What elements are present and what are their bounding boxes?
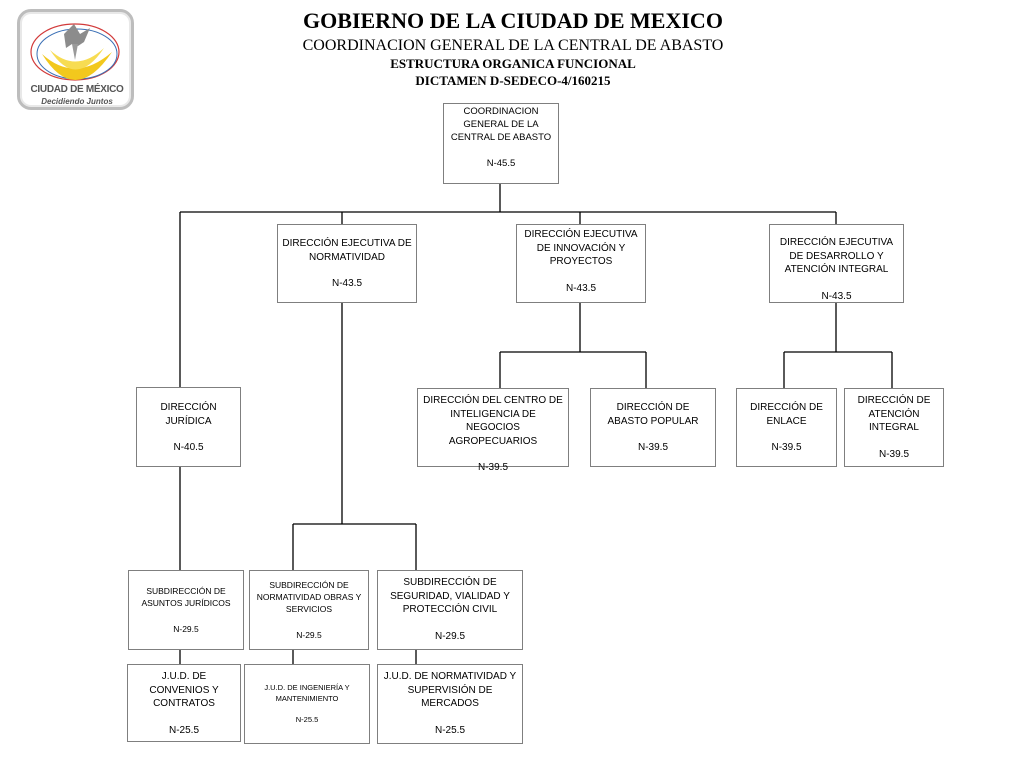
node-label: SUBDIRECCIÓN DE SEGURIDAD, VIALIDAD Y PR… [390, 577, 510, 615]
org-node-dir-abasto-popular[interactable]: DIRECCIÓN DE ABASTO POPULAR N-39.5 [590, 388, 716, 467]
node-code: N-43.5 [821, 290, 852, 302]
org-node-dir-atencion-integral[interactable]: DIRECCIÓN DE ATENCIÓN INTEGRAL N-39.5 [844, 388, 944, 467]
node-code: N-25.5 [434, 724, 465, 736]
node-code: N-43.5 [565, 282, 596, 294]
node-code: N-39.5 [637, 442, 668, 453]
angel-emblem-icon [30, 23, 120, 81]
org-node-sub-normatividad-obras[interactable]: SUBDIRECCIÓN DE NORMATIVIDAD OBRAS Y SER… [249, 570, 369, 650]
org-node-sub-seguridad[interactable]: SUBDIRECCIÓN DE SEGURIDAD, VIALIDAD Y PR… [377, 570, 523, 650]
node-label: J.U.D. DE INGENIERÍA Y MANTENIMIENTO [264, 683, 350, 703]
node-code: N-29.5 [434, 630, 465, 642]
node-code: N-29.5 [296, 630, 322, 640]
org-node-dir-enlace[interactable]: DIRECCIÓN DE ENLACE N-39.5 [736, 388, 837, 467]
node-code: N-25.5 [168, 724, 199, 736]
org-node-jud-ingenieria[interactable]: J.U.D. DE INGENIERÍA Y MANTENIMIENTO N-2… [244, 664, 370, 744]
node-label: DIRECCIÓN EJECUTIVA DE DESARROLLO Y ATEN… [779, 237, 894, 275]
org-node-jud-convenios[interactable]: J.U.D. DE CONVENIOS Y CONTRATOS N-25.5 [127, 664, 241, 742]
node-label: DIRECCIÓN DE ENLACE [750, 402, 823, 427]
node-label: COORDINACION GENERAL DE LA CENTRAL DE AB… [450, 106, 552, 143]
node-code: N-40.5 [173, 442, 204, 453]
node-label: J.U.D. DE NORMATIVIDAD Y SUPERVISIÓN DE … [383, 671, 517, 709]
node-label: DIRECCIÓN EJECUTIVA DE NORMATIVIDAD [282, 238, 412, 263]
node-code: N-25.5 [295, 715, 319, 724]
logo-tagline: Decidiendo Juntos [41, 97, 113, 106]
page-subtitle: COORDINACION GENERAL DE LA CENTRAL DE AB… [302, 37, 724, 54]
org-node-jud-mercados[interactable]: J.U.D. DE NORMATIVIDAD Y SUPERVISIÓN DE … [377, 664, 523, 744]
node-label: J.U.D. DE CONVENIOS Y CONTRATOS [149, 671, 219, 709]
org-node-coordinacion-general[interactable]: COORDINACION GENERAL DE LA CENTRAL DE AB… [443, 103, 559, 184]
node-label: SUBDIRECCIÓN DE NORMATIVIDAD OBRAS Y SER… [256, 580, 362, 614]
node-code: N-43.5 [331, 278, 362, 289]
structure-heading: ESTRUCTURA ORGANICA FUNCIONAL [390, 56, 636, 71]
org-node-sub-asuntos-juridicos[interactable]: SUBDIRECCIÓN DE ASUNTOS JURÍDICOS N-29.5 [128, 570, 244, 650]
page-title: GOBIERNO DE LA CIUDAD DE MEXICO [303, 8, 723, 33]
node-label: DIRECCIÓN DE ATENCIÓN INTEGRAL [857, 395, 931, 433]
node-label: DIRECCIÓN DEL CENTRO DE INTELIGENCIA DE … [423, 395, 563, 447]
node-code: N-39.5 [878, 448, 909, 460]
node-code: N-29.5 [173, 624, 199, 634]
logo-name: CIUDAD DE MÉXICO [30, 84, 124, 95]
org-node-dir-desarrollo[interactable]: DIRECCIÓN EJECUTIVA DE DESARROLLO Y ATEN… [769, 224, 904, 303]
node-label: SUBDIRECCIÓN DE ASUNTOS JURÍDICOS [141, 586, 231, 608]
org-node-dir-inteligencia[interactable]: DIRECCIÓN DEL CENTRO DE INTELIGENCIA DE … [417, 388, 569, 473]
dictamen-heading: DICTAMEN D-SEDECO-4/160215 [415, 73, 611, 88]
cdmx-logo: CIUDAD DE MÉXICO Decidiendo Juntos [17, 9, 134, 110]
org-node-dir-normatividad[interactable]: DIRECCIÓN EJECUTIVA DE NORMATIVIDAD N-43… [277, 224, 417, 303]
org-node-dir-juridica[interactable]: DIRECCIÓN JURÍDICA N-40.5 [136, 387, 241, 467]
node-label: DIRECCIÓN JURÍDICA [160, 402, 217, 427]
node-code: N-39.5 [477, 462, 508, 473]
node-label: DIRECCIÓN DE ABASTO POPULAR [607, 402, 699, 427]
node-code: N-45.5 [486, 158, 516, 169]
node-code: N-39.5 [771, 442, 802, 453]
org-node-dir-innovacion[interactable]: DIRECCIÓN EJECUTIVA DE INNOVACIÓN Y PROY… [516, 224, 646, 303]
node-label: DIRECCIÓN EJECUTIVA DE INNOVACIÓN Y PROY… [524, 229, 638, 267]
